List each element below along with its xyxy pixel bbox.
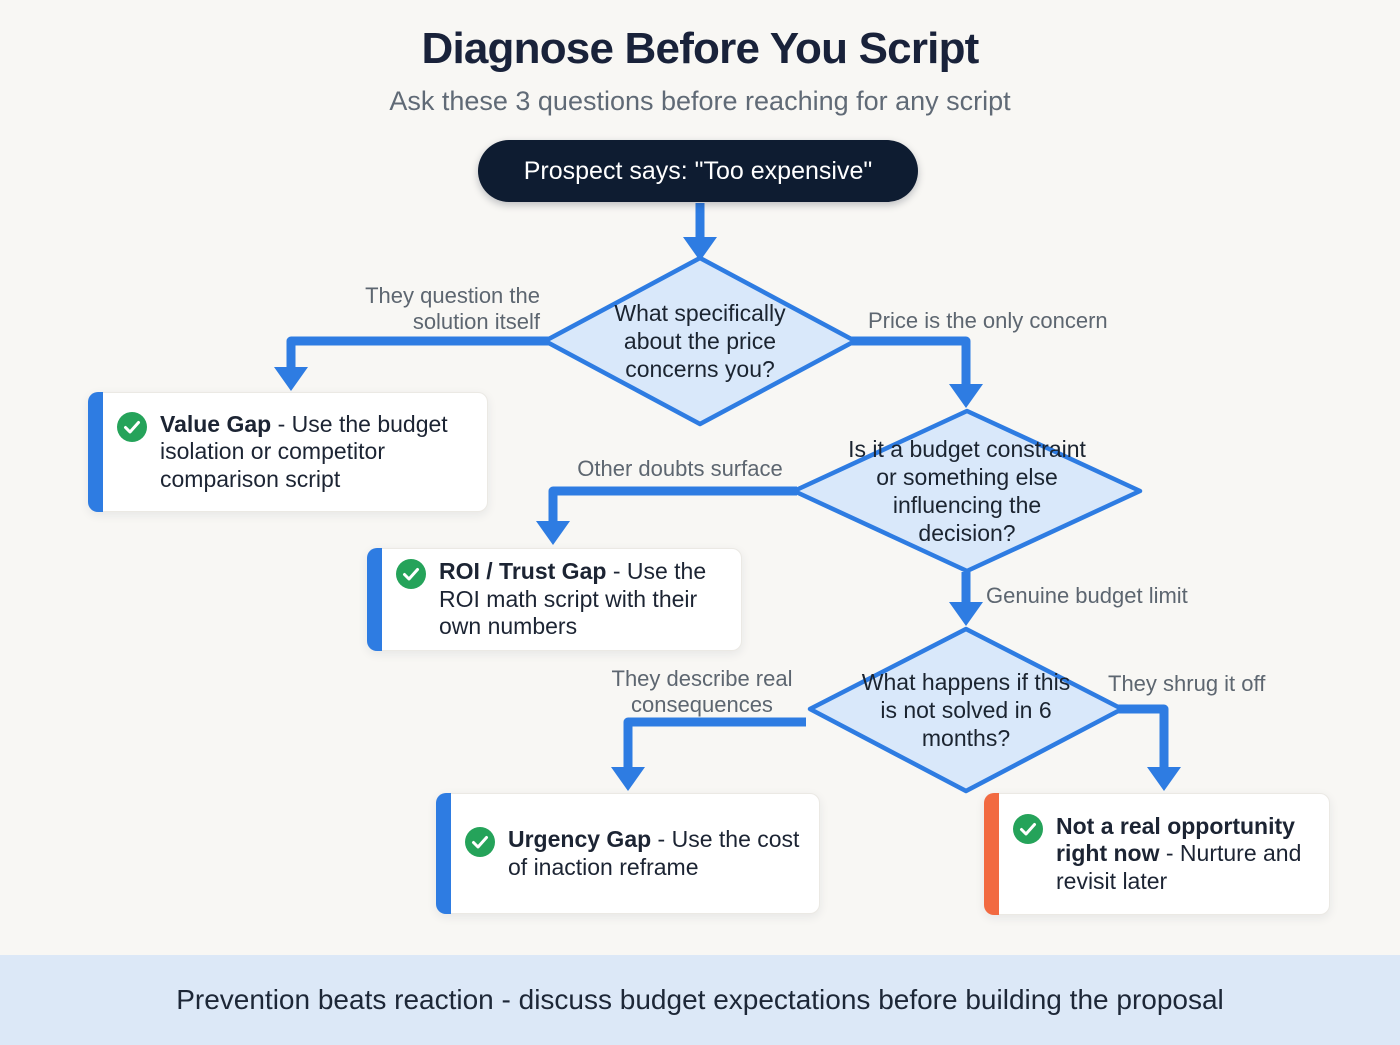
arrowhead-q3-to-nurture: [1147, 767, 1181, 791]
check-icon: [1013, 813, 1043, 844]
decision-q3-text: What happens if this is not solved in 6 …: [861, 668, 1071, 752]
branch-label-q2-left: Other doubts surface: [577, 456, 783, 481]
connector-q1-to-value-gap: [286, 336, 549, 369]
card-accent-bar: [367, 548, 382, 651]
card-accent-bar: [88, 392, 103, 512]
footer-banner: Prevention beats reaction - discuss budg…: [0, 955, 1400, 1045]
page-title: Diagnose Before You Script: [421, 24, 979, 73]
decision-diamond-q3: [807, 626, 1125, 794]
arrowhead-q3-to-urgency-gap: [611, 767, 645, 791]
check-icon: [396, 559, 426, 590]
outcome-card-value-gap: Value Gap - Use the budget isolation or …: [88, 392, 488, 512]
branch-label-q3-right: They shrug it off: [1108, 671, 1266, 696]
outcome-text: Urgency Gap - Use the cost of inaction r…: [508, 825, 800, 880]
connector-q3-to-urgency-gap: [623, 717, 806, 769]
outcome-card-roi-trust-gap: ROI / Trust Gap - Use the ROI math scrip…: [367, 548, 742, 651]
outcome-text: Not a real opportunity right now - Nurtu…: [1056, 812, 1302, 894]
arrowhead-q1-to-value-gap: [274, 367, 308, 391]
arrowhead-q2-to-roi-gap: [536, 521, 570, 545]
outcome-text: ROI / Trust Gap - Use the ROI math scrip…: [439, 558, 707, 640]
check-icon: [117, 411, 147, 442]
decision-diamond-q1: [542, 255, 858, 427]
outcome-card-not-real-opportunity: Not a real opportunity right now - Nurtu…: [984, 793, 1330, 915]
check-icon: [465, 826, 495, 857]
arrowhead-q2-to-q3: [949, 602, 983, 626]
outcome-text: Value Gap - Use the budget isolation or …: [160, 410, 448, 492]
card-accent-bar: [436, 793, 451, 914]
connector-q1-to-q2: [851, 336, 971, 386]
branch-label-q3-left: They describe real consequences: [611, 666, 793, 717]
decision-q2-text: Is it a budget constraint or something e…: [848, 435, 1086, 547]
page-subtitle: Ask these 3 questions before reaching fo…: [389, 86, 1011, 116]
connector-q3-to-nurture: [1118, 704, 1169, 769]
card-accent-bar: [984, 793, 999, 915]
outcome-card-urgency-gap: Urgency Gap - Use the cost of inaction r…: [436, 793, 820, 914]
arrowhead-q1-to-q2: [949, 384, 983, 408]
branch-label-q2-down: Genuine budget limit: [986, 583, 1188, 608]
start-node: Prospect says: "Too expensive": [478, 140, 918, 202]
start-node-label: Prospect says: "Too expensive": [523, 156, 873, 185]
branch-label-q1-left: They question the solution itself: [365, 283, 540, 334]
connector-q2-to-roi-gap: [548, 486, 797, 523]
decision-q1-text: What specifically about the price concer…: [614, 299, 786, 383]
arrowhead-start-to-q1: [683, 237, 717, 261]
footer-note: Prevention beats reaction - discuss budg…: [176, 984, 1224, 1015]
decision-diamond-q2: [791, 408, 1143, 574]
branch-label-q1-right: Price is the only concern: [868, 308, 1108, 333]
